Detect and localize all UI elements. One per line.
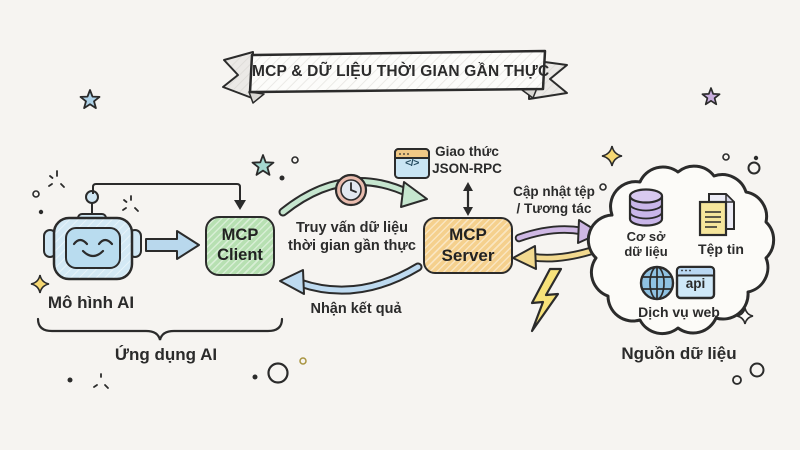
protocol-link-arrow <box>463 182 473 216</box>
api-badge: api <box>685 276 706 291</box>
globe-icon <box>639 265 675 301</box>
ring <box>32 190 40 198</box>
protocol-label: Giao thức JSON-RPC <box>432 144 502 176</box>
response-flow-label: Nhận kết quả <box>310 301 402 317</box>
ai-model-label: Mô hình AI <box>47 293 135 312</box>
dot <box>252 374 258 380</box>
request-flow-label: Truy vấn dữ liệu thời gian gần thực <box>288 220 416 255</box>
web-service-label: Dịch vụ web <box>638 304 720 320</box>
ring <box>749 362 765 378</box>
decor-dots <box>32 153 765 389</box>
api-icon <box>675 265 716 300</box>
dot <box>67 377 73 383</box>
ai-robot <box>43 190 142 281</box>
model-to-client-top-arrow <box>92 183 246 210</box>
mcp-client-box: MCP Client <box>205 216 275 276</box>
mcp-client-line1: MCP <box>221 226 259 245</box>
mcp-client-line2: Client <box>217 246 263 264</box>
robot-eye-right <box>97 238 114 246</box>
yellow-sparkle-icon <box>601 145 623 167</box>
database-label: Cơ sở dữ liệu <box>624 229 668 260</box>
mcp-server-box: MCP Server <box>423 217 513 274</box>
page-title: MCP & DỮ LIỆU THỜI GIAN GẦN THỰC <box>252 63 550 80</box>
purple-star-icon <box>701 87 721 106</box>
mcp-server-line1: MCP <box>449 225 487 245</box>
dot <box>38 209 44 215</box>
files-icon <box>698 193 735 237</box>
ring <box>267 362 289 384</box>
update-flow-label: Cập nhật tệp / Tương tác <box>513 184 595 216</box>
white-sparkle-icon <box>736 307 754 325</box>
teal-star-icon <box>251 154 275 176</box>
dot <box>753 155 759 161</box>
ribbon-panel <box>248 49 547 94</box>
ring <box>747 161 761 175</box>
json-rpc-icon <box>394 148 430 179</box>
model-to-client-arrow <box>145 230 200 260</box>
data-sources-label: Nguồn dữ liệu <box>621 344 737 363</box>
response-arrow <box>279 262 423 295</box>
blue-star-icon <box>79 89 101 109</box>
sparkle-burst-icon <box>122 195 139 212</box>
sparkle-burst-icon <box>48 170 65 188</box>
database-icon <box>628 188 664 227</box>
ring <box>732 375 742 385</box>
ring <box>291 156 299 164</box>
ribbon-left-tail <box>222 51 254 99</box>
decor-stars <box>30 87 754 325</box>
sparkle-burst-icon <box>93 373 109 389</box>
robot-eye-left <box>72 238 89 246</box>
files-label: Tệp tin <box>698 241 744 257</box>
mcp-server-line2: Server <box>441 245 495 265</box>
ring <box>722 153 730 161</box>
title-banner-ribbon <box>222 49 568 104</box>
ribbon-fold-left <box>248 91 265 104</box>
ring <box>599 183 607 191</box>
robot-smile <box>81 249 105 258</box>
ai-app-brace <box>36 317 284 341</box>
code-glyph: </> <box>405 157 419 169</box>
robot-face <box>65 227 121 269</box>
ai-application-label: Ứng dụng AI <box>114 345 218 364</box>
interact-arrow <box>512 245 596 270</box>
clock-icon <box>334 173 368 207</box>
yellow-sparkle-icon <box>30 274 50 294</box>
dot <box>279 175 285 181</box>
ring-yellow <box>299 357 307 365</box>
lightning-icon <box>530 267 563 333</box>
